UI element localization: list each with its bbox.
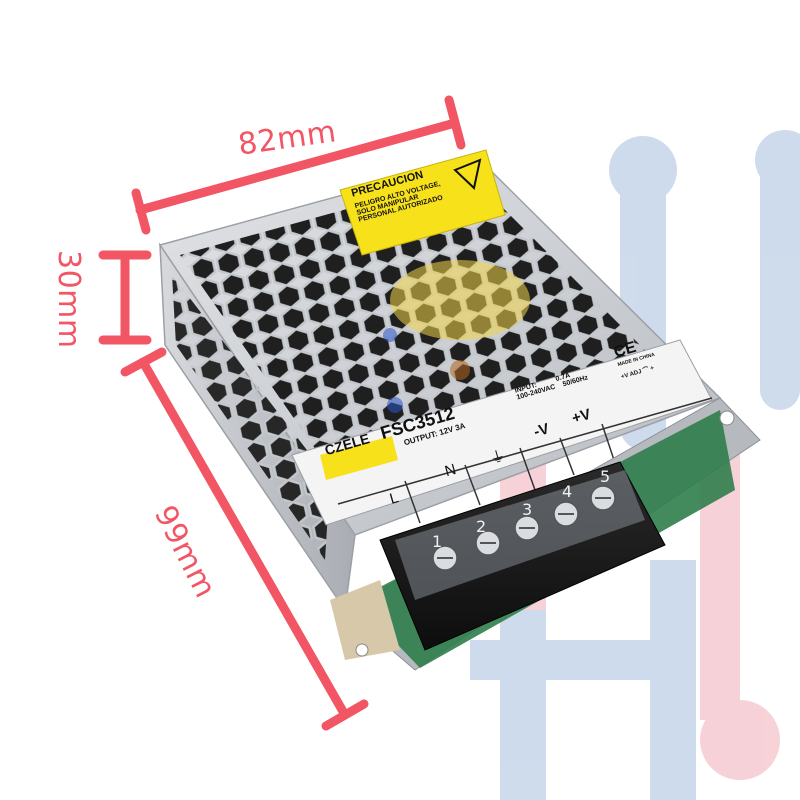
warning-sticker bbox=[339, 149, 506, 256]
product-label bbox=[291, 339, 713, 526]
terminal-block bbox=[379, 461, 666, 651]
height-dimension-label: 30mm bbox=[51, 250, 86, 349]
internal-components bbox=[383, 260, 530, 413]
adjust-plus: + bbox=[649, 365, 655, 373]
dimension-lines bbox=[98, 95, 466, 731]
